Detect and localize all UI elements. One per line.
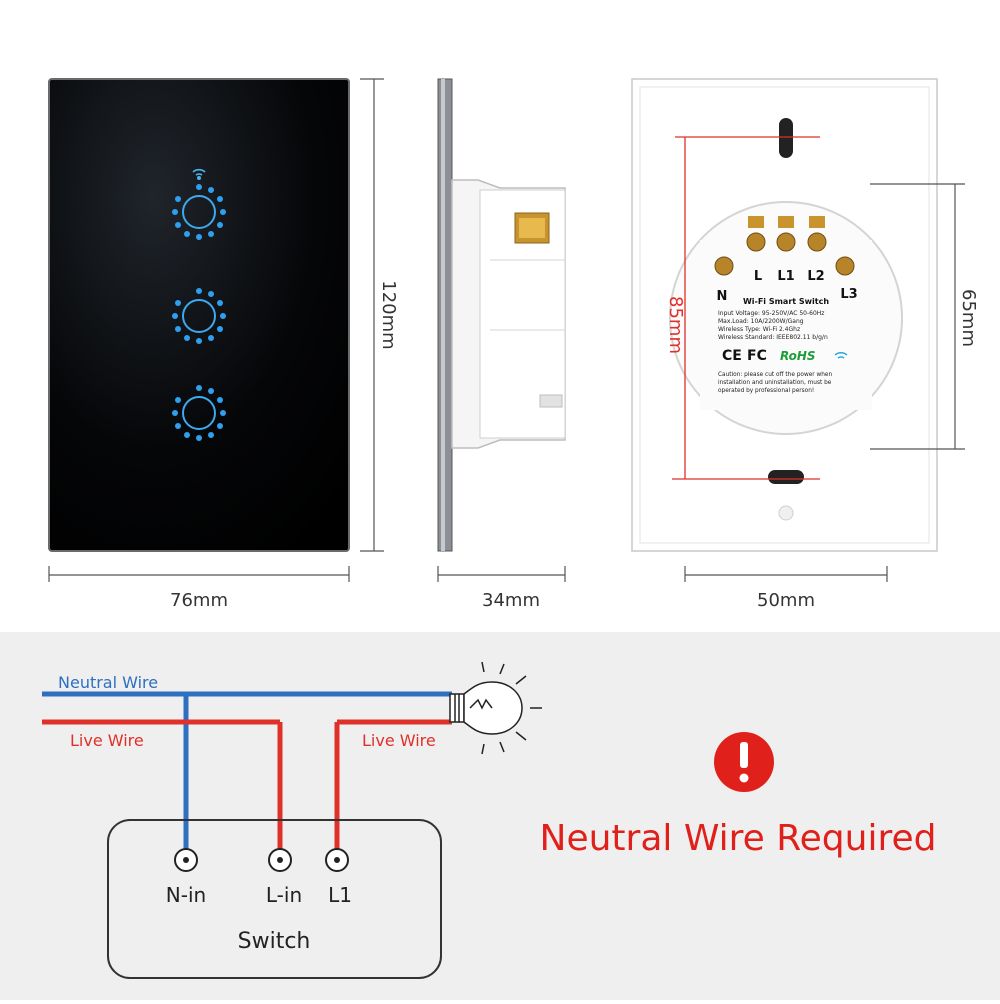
wiring-diagram-panel: Neutral Wire Live Wire Live Wire N-in L-… bbox=[0, 632, 1000, 1000]
rohs-mark: RoHS bbox=[780, 349, 816, 363]
touch-button-1[interactable] bbox=[172, 184, 226, 240]
terminal-label-l1: L1 bbox=[777, 269, 794, 284]
dimensions-drawing: 120mm 76mm 34mm N bbox=[48, 78, 979, 611]
switch-box bbox=[107, 819, 442, 979]
live-wire-label: Live Wire bbox=[70, 731, 144, 750]
light-bulb-icon bbox=[449, 661, 542, 755]
terminal-label-l: L bbox=[754, 269, 762, 284]
exclamation-icon bbox=[714, 732, 774, 792]
terminal-n-in-label: N-in bbox=[166, 883, 206, 907]
dimension-screw-spacing: 85mm bbox=[665, 296, 686, 354]
label-spec-voltage: Input Voltage: 95-250V/AC 50-60Hz bbox=[718, 310, 824, 317]
fc-mark: FC bbox=[747, 348, 767, 364]
switch-label: Switch bbox=[238, 929, 311, 954]
live-wire-label-2: Live Wire bbox=[362, 731, 436, 750]
front-panel bbox=[48, 78, 350, 552]
dimension-back-width: 50mm bbox=[757, 590, 815, 611]
dimension-height: 120mm bbox=[378, 280, 399, 349]
dimension-depth: 34mm bbox=[482, 590, 540, 611]
wifi-icon bbox=[192, 168, 206, 181]
dimension-front-width: 76mm bbox=[170, 590, 228, 611]
wiring-diagram: Neutral Wire Live Wire Live Wire N-in L-… bbox=[42, 661, 937, 979]
caution-line-3: operated by professional person! bbox=[718, 388, 814, 394]
neutral-wire-label: Neutral Wire bbox=[58, 673, 158, 692]
terminal-l-in-label: L-in bbox=[266, 883, 302, 907]
terminal-label-n: N bbox=[717, 289, 728, 304]
label-spec-type: Wireless Type: Wi-Fi 2.4Ghz bbox=[718, 326, 800, 333]
touch-button-3[interactable] bbox=[172, 385, 226, 441]
dimension-box-height: 65mm bbox=[958, 289, 979, 347]
side-view bbox=[437, 78, 566, 552]
back-view: N L L1 L2 L3 Wi-Fi Smart Switch Input Vo… bbox=[631, 78, 938, 552]
terminal-label-l3: L3 bbox=[840, 287, 857, 302]
wifi-icon bbox=[834, 351, 848, 359]
touch-button-2[interactable] bbox=[172, 288, 226, 344]
warning-text: Neutral Wire Required bbox=[540, 818, 937, 859]
caution-line-2: installation and uninstallation, must be bbox=[718, 380, 832, 386]
label-title: Wi-Fi Smart Switch bbox=[743, 297, 829, 306]
terminal-l1-label: L1 bbox=[328, 883, 352, 907]
terminal-label-l2: L2 bbox=[807, 269, 824, 284]
product-dimensions-panel: 120mm 76mm 34mm N bbox=[48, 78, 979, 611]
caution-line-1: Caution: please cut off the power when bbox=[718, 372, 832, 378]
label-spec-load: Max.Load: 10A/2200W/Gang bbox=[718, 318, 804, 325]
ce-mark: CE bbox=[722, 348, 742, 364]
label-spec-standard: Wireless Standard: IEEE802.11 b/g/n bbox=[718, 334, 828, 341]
